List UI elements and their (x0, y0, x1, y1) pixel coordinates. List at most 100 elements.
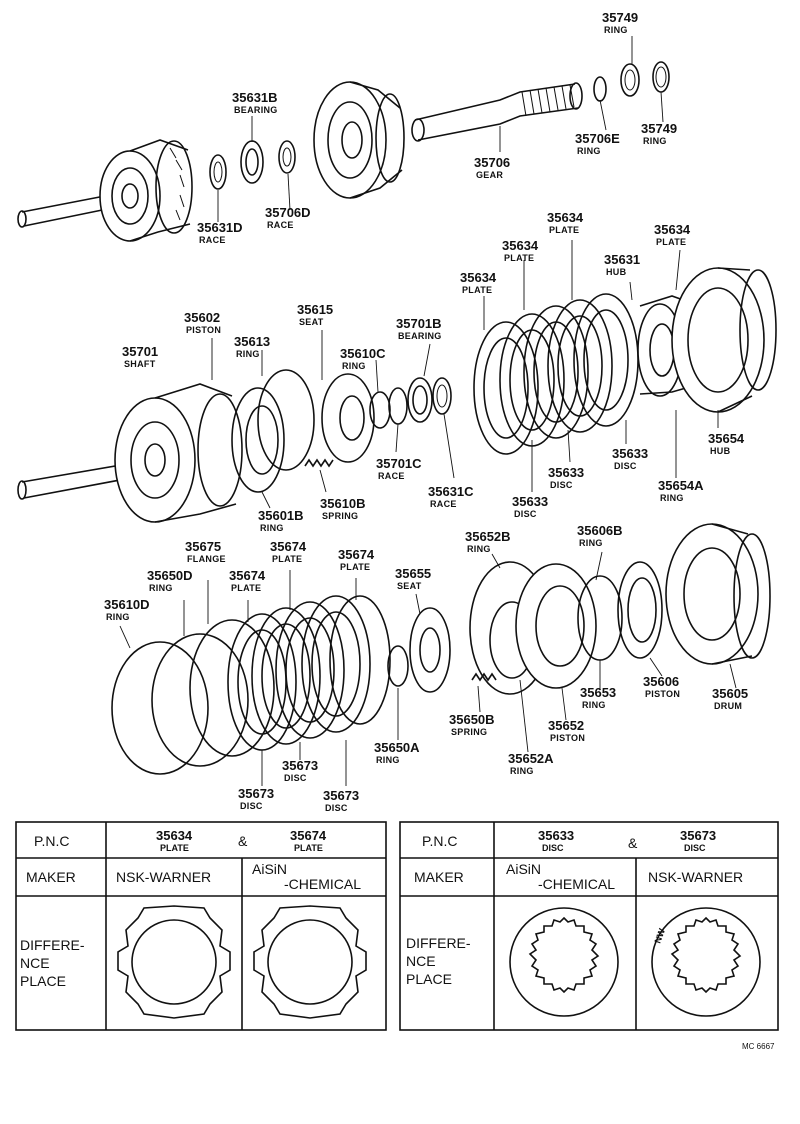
part-description: PISTON (550, 733, 585, 743)
part-description: RING (577, 146, 601, 156)
disc-aisin-outline (509, 907, 619, 1017)
drum-35605 (665, 523, 771, 665)
part-number: 35605 (712, 686, 748, 701)
part-description: PLATE (272, 554, 302, 564)
part-description: DISC (284, 773, 307, 783)
comparison-table-plate: P.N.C 35634 PLATE & 35674 PLATE MAKER NS… (15, 821, 387, 1031)
part-number: 35674 (338, 547, 375, 562)
part-description: RING (342, 361, 366, 371)
plate-35634-desc: PLATE (160, 843, 189, 853)
part-number: 35652A (508, 751, 554, 766)
part-description: RING (604, 25, 628, 35)
disc-35673-desc: DISC (684, 843, 706, 853)
plate-35674-number: 35674 (290, 828, 327, 843)
disc-nsk-warner-outline: NW (651, 907, 761, 1017)
maker-aisin-right-l1: AiSiN (506, 861, 541, 877)
plate-35634-number: 35634 (156, 828, 193, 843)
seat-35655 (409, 607, 451, 693)
piston-35606 (617, 561, 663, 659)
part-description: RING (660, 493, 684, 503)
part-number: 35631 (604, 252, 640, 267)
part-number: 35610C (340, 346, 386, 361)
difference-label-right-l1: DIFFERE- (406, 935, 471, 951)
part-description: DISC (514, 509, 537, 519)
maker-aisin-left-l1: AiSiN (252, 861, 287, 877)
shaft-35701-drum (17, 383, 243, 523)
ring-35706e (593, 76, 607, 102)
top-shaft-assembly (17, 139, 193, 242)
part-description: RACE (430, 499, 457, 509)
part-description: SPRING (451, 727, 487, 737)
part-number: 35631B (232, 90, 278, 105)
part-number: 35650D (147, 568, 193, 583)
part-number: 35655 (395, 566, 431, 581)
part-number: 35650B (449, 712, 495, 727)
part-description: RING (582, 700, 606, 710)
part-description: PLATE (462, 285, 492, 295)
part-description: DISC (325, 803, 348, 813)
part-number: 35601B (258, 508, 304, 523)
part-description: FLANGE (187, 554, 226, 564)
part-number: 35634 (654, 222, 691, 237)
plate-aisin-outline (253, 905, 367, 1019)
part-number: 35634 (547, 210, 584, 225)
spring-35650b (471, 672, 497, 682)
ring-35749-outer (652, 61, 670, 93)
part-description: DRUM (714, 701, 742, 711)
part-number: 35701C (376, 456, 422, 471)
part-number: 35602 (184, 310, 220, 325)
difference-label-left-l2: NCE (20, 955, 50, 971)
part-description: PISTON (186, 325, 221, 335)
figure-code: MC 6667 (742, 1042, 775, 1051)
race-35701c (388, 387, 408, 425)
clutch-pack-lower (227, 595, 391, 751)
part-description: DISC (614, 461, 637, 471)
part-number: 35606 (643, 674, 679, 689)
part-number: 35633 (512, 494, 548, 509)
flange-35675 (189, 619, 275, 757)
part-number: 35631C (428, 484, 474, 499)
plate-35674-desc: PLATE (294, 843, 323, 853)
seat-35615 (321, 373, 375, 463)
difference-label-right-l2: NCE (406, 953, 436, 969)
maker-nsk-warner-left: NSK-WARNER (116, 869, 211, 885)
part-description: RING (106, 612, 130, 622)
part-number: 35673 (323, 788, 359, 803)
race-35706d (278, 140, 296, 174)
part-number: 35650A (374, 740, 420, 755)
piston-35652 (515, 563, 597, 689)
ampersand-right: & (628, 835, 638, 851)
part-number: 35674 (270, 539, 307, 554)
part-description: RING (376, 755, 400, 765)
part-number: 35706D (265, 205, 311, 220)
part-description: RING (236, 349, 260, 359)
part-description: SPRING (322, 511, 358, 521)
part-description: PLATE (504, 253, 534, 263)
part-number: 35633 (548, 465, 584, 480)
